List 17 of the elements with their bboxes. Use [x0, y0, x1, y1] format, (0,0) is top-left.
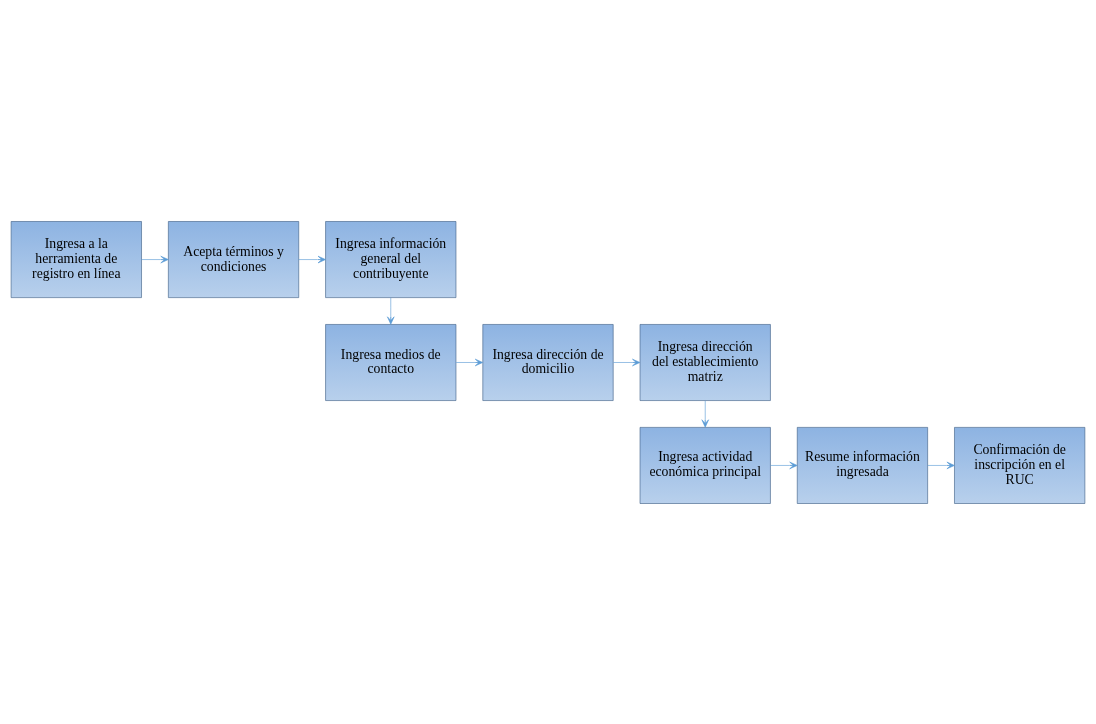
node-box: Ingresa dirección de domicilio — [482, 323, 614, 401]
arrow — [455, 358, 484, 366]
arrow — [770, 461, 798, 469]
node-box: Ingresa actividad económica principal — [639, 426, 771, 504]
arrow — [701, 399, 709, 428]
node-box: Ingresa a la herramienta de registro en línea — [10, 220, 142, 298]
node-box: Confirmación de inscripción en el RUC — [954, 426, 1086, 504]
arrow — [298, 255, 326, 263]
node-box: Acepta términos y condiciones — [168, 220, 300, 298]
arrow — [613, 358, 641, 366]
arrow — [141, 255, 169, 263]
arrow — [927, 461, 955, 469]
arrow — [387, 296, 395, 325]
node-box: Ingresa dirección del establecimiento matriz — [639, 323, 771, 401]
node-box: Ingresa información general del contribuyente — [325, 220, 457, 298]
node-box: Resume información ingresada — [796, 426, 928, 504]
node-box: Ingresa medios de contacto — [325, 323, 457, 401]
